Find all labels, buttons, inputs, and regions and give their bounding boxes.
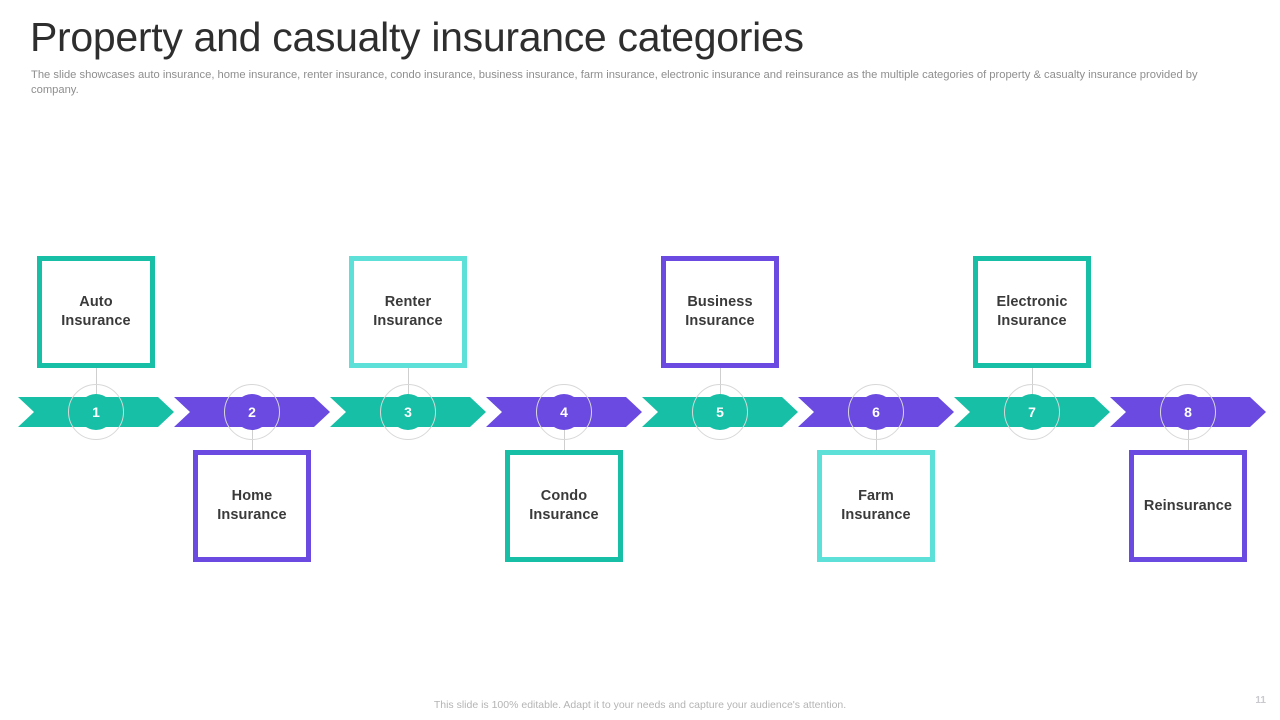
step-ring-7 — [1004, 384, 1060, 440]
step-number-5[interactable]: 5 — [702, 394, 738, 430]
connector-line-5 — [719, 368, 721, 394]
connector-line-2 — [251, 430, 253, 450]
connector-line-4 — [563, 430, 565, 450]
connector-line-3 — [407, 368, 409, 394]
step-number-4[interactable]: 4 — [546, 394, 582, 430]
step-number-1[interactable]: 1 — [78, 394, 114, 430]
step-ring-8 — [1160, 384, 1216, 440]
connector-line-1 — [95, 368, 97, 394]
footer-note: This slide is 100% editable. Adapt it to… — [433, 699, 847, 711]
step-number-7[interactable]: 7 — [1014, 394, 1050, 430]
step-ring-4 — [536, 384, 592, 440]
step-ring-3 — [380, 384, 436, 440]
connector-line-6 — [875, 430, 877, 450]
step-number-2[interactable]: 2 — [234, 394, 270, 430]
step-ring-1 — [68, 384, 124, 440]
step-ring-2 — [224, 384, 280, 440]
category-box-8[interactable]: Reinsurance — [1129, 450, 1247, 562]
connector-line-7 — [1031, 368, 1033, 394]
category-box-label: Reinsurance — [1143, 497, 1233, 514]
connector-line-8 — [1187, 430, 1189, 450]
page-number: 11 — [1255, 695, 1266, 706]
page-title: Property and casualty insurance categori… — [30, 14, 804, 60]
step-ring-6 — [848, 384, 904, 440]
step-ring-5 — [692, 384, 748, 440]
page-subtitle: The slide showcases auto insurance, home… — [31, 69, 1198, 96]
step-number-6[interactable]: 6 — [858, 394, 894, 430]
step-number-3[interactable]: 3 — [390, 394, 426, 430]
step-number-8[interactable]: 8 — [1170, 394, 1206, 430]
